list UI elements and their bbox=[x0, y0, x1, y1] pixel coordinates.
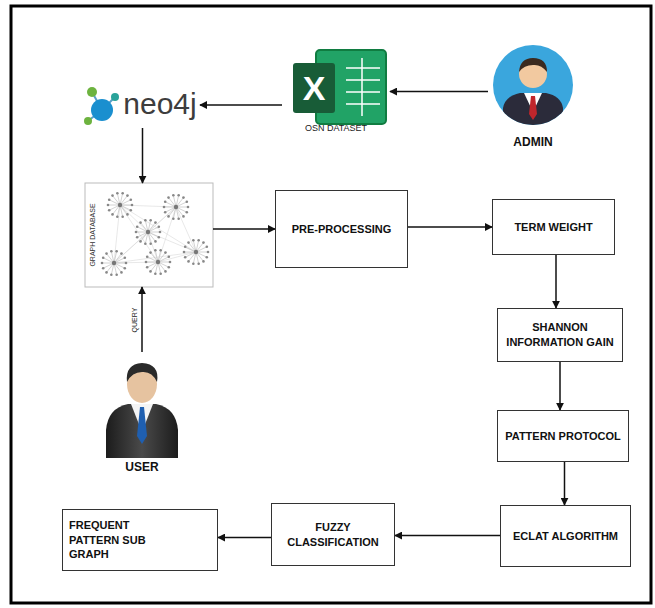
dataset-node: X OSN DATASET bbox=[282, 44, 390, 138]
node-text: ADMIN bbox=[513, 135, 552, 149]
node-text: ECLAT ALGORITHM bbox=[513, 529, 618, 544]
outer-frame bbox=[11, 6, 651, 603]
node-text: neo4j bbox=[123, 87, 196, 121]
admin-icon bbox=[493, 45, 573, 130]
node-text: TERM WEIGHT bbox=[514, 220, 592, 235]
arrow-connector bbox=[218, 537, 271, 539]
database-node: GRAPH DATABASE bbox=[85, 183, 213, 287]
arrow-connector bbox=[213, 228, 275, 230]
arrow-connector bbox=[559, 362, 561, 410]
arrow-connector bbox=[564, 462, 566, 505]
arrow-connector bbox=[395, 535, 500, 537]
actor-node: USER bbox=[97, 352, 187, 476]
arrow-connector bbox=[555, 255, 557, 308]
process-box: PRE-PROCESSING bbox=[275, 190, 408, 268]
logo-node: neo4j bbox=[80, 82, 200, 128]
process-box: TERM WEIGHT bbox=[492, 199, 615, 255]
user-icon bbox=[106, 363, 178, 458]
excel-icon bbox=[293, 50, 386, 124]
process-box: ECLAT ALGORITHM bbox=[500, 505, 631, 567]
actor-node: ADMIN bbox=[488, 45, 578, 149]
node-text: PATTERN PROTOCOL bbox=[505, 429, 621, 444]
node-text: FUZZY CLASSIFICATION bbox=[278, 520, 388, 550]
neo4j-logo bbox=[84, 87, 119, 125]
output-box: FREQUENT PATTERN SUB GRAPH bbox=[62, 509, 218, 571]
node-text: PRE-PROCESSING bbox=[292, 222, 392, 237]
node-text: SHANNON INFORMATION GAIN bbox=[504, 320, 616, 350]
process-box: PATTERN PROTOCOL bbox=[497, 410, 629, 462]
process-box: SHANNON INFORMATION GAIN bbox=[497, 308, 623, 362]
arrow-connector bbox=[142, 128, 144, 183]
edge-label: QUERY bbox=[131, 306, 138, 333]
node-text: FREQUENT PATTERN SUB GRAPH bbox=[69, 518, 179, 563]
arrow-connector bbox=[200, 104, 282, 106]
arrow-connector bbox=[141, 287, 143, 352]
node-text: USER bbox=[125, 460, 158, 474]
graph-database-frame bbox=[85, 183, 213, 287]
node-text: X bbox=[303, 69, 326, 108]
process-box: FUZZY CLASSIFICATION bbox=[271, 503, 395, 566]
node-text: OSN DATASET bbox=[305, 123, 367, 133]
node-text: GRAPH DATABASE bbox=[89, 203, 96, 266]
network-illustration bbox=[101, 192, 210, 276]
arrow-connector bbox=[390, 91, 488, 93]
arrow-connector bbox=[408, 226, 492, 228]
